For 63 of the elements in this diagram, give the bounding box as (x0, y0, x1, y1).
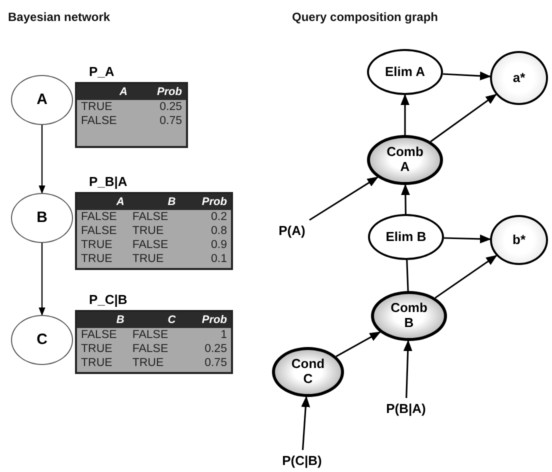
variable-circle: C (11, 315, 73, 365)
probability-label: P(A) (272, 222, 312, 240)
table-cell-text: 0.9 (210, 238, 228, 252)
table-cell-text: TRUE (80, 238, 114, 252)
header-cell: A (77, 84, 132, 100)
table-cell-text: FALSE (131, 342, 170, 356)
arrow (38, 243, 46, 316)
arrow (309, 176, 378, 221)
header-cell: B (128, 194, 180, 210)
table-cell-text: 0.2 (210, 210, 228, 224)
header-cell: Prob (180, 312, 231, 328)
table-cell-text: TRUE (80, 100, 114, 114)
arrow (301, 396, 310, 450)
table-cell-text: FALSE (80, 114, 118, 128)
table-cell-text: FALSE (131, 328, 170, 342)
table-cell-text: FALSE (80, 224, 118, 238)
table-cell-text: FALSE (131, 210, 170, 224)
arrow (442, 71, 492, 80)
arrow (400, 94, 410, 135)
table-cell-text: 0.8 (210, 224, 228, 238)
table-cell-text: 0.75 (204, 356, 228, 370)
header-cell: A (77, 194, 128, 210)
header-cell: Prob (180, 194, 231, 210)
table-cell-text: TRUE (80, 356, 114, 370)
arrow (434, 254, 498, 299)
section-heading: Query composition graph (292, 10, 438, 24)
table-cell-text: TRUE (80, 342, 114, 356)
elimination-ellipse: Elim A (367, 49, 443, 95)
table-title: P_B|A (88, 173, 128, 191)
table-cell-text: TRUE (80, 252, 114, 266)
table-cell-text: 0.25 (158, 100, 183, 114)
combination-ellipse: Cond C (272, 347, 344, 397)
table-cell-text: 0.75 (158, 114, 183, 128)
table-cell-text: FALSE (80, 328, 118, 342)
table-cell-text: 0.25 (204, 342, 228, 356)
combination-ellipse: Comb A (367, 135, 443, 185)
result-circle: a* (490, 51, 548, 105)
arrow (400, 184, 410, 214)
probability-label: P(C|B) (276, 452, 328, 470)
table-cell-text: 1 (220, 328, 228, 342)
arrow (444, 234, 492, 244)
table-cell-text: FALSE (80, 210, 118, 224)
table-cell-text: TRUE (131, 224, 165, 238)
arrow (430, 94, 497, 142)
elimination-ellipse: Elim B (368, 214, 444, 260)
table-cell-text: FALSE (131, 238, 170, 252)
arrow (336, 331, 381, 358)
arrow (38, 125, 46, 194)
section-heading: Bayesian network (8, 10, 110, 24)
header-cell: B (77, 312, 128, 328)
arrow (403, 340, 412, 398)
result-circle: b* (490, 215, 548, 265)
table-cell-text: TRUE (131, 356, 165, 370)
table-title: P_C|B (88, 291, 128, 309)
table-cell-text: 0.1 (210, 252, 228, 266)
variable-circle: A (11, 75, 73, 125)
probability-label: P(B|A) (380, 400, 432, 418)
header-cell: Prob (132, 84, 186, 100)
combination-ellipse: Comb B (371, 291, 447, 341)
table-cell-text: TRUE (131, 252, 165, 266)
table-title: P_A (88, 63, 114, 81)
header-cell: C (128, 312, 180, 328)
variable-circle: B (11, 193, 73, 243)
